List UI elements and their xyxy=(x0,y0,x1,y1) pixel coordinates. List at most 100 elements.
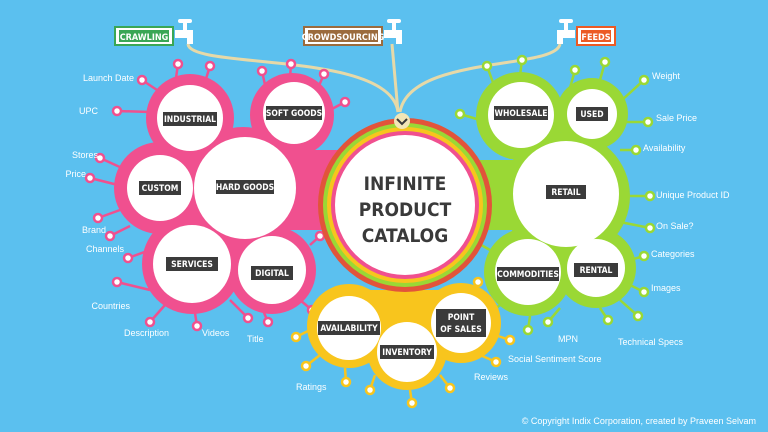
spike-dot xyxy=(172,58,184,70)
spike-dot xyxy=(256,65,268,77)
chevron-down-icon xyxy=(394,113,410,129)
attr-on-sale: On Sale? xyxy=(656,221,694,231)
faucet-icon xyxy=(384,19,402,44)
attr-social-sentiment-score: Social Sentiment Score xyxy=(508,354,602,364)
copyright-text: © Copyright Indix Corporation, created b… xyxy=(522,416,756,426)
attr-videos: Videos xyxy=(202,328,230,338)
spike-line xyxy=(116,109,151,114)
spike-dot xyxy=(504,334,516,346)
spike-dot xyxy=(290,331,302,343)
attr-reviews: Reviews xyxy=(474,372,509,382)
spike-dot xyxy=(516,54,528,66)
spike-dot xyxy=(642,116,654,128)
spike-dot xyxy=(104,230,116,242)
attr-categories: Categories xyxy=(651,249,695,259)
tag-inventory: INVENTORY xyxy=(382,348,432,358)
attr-countries: Countries xyxy=(91,301,130,311)
spike-dot xyxy=(406,397,418,409)
spike-dot xyxy=(638,286,650,298)
faucet-icon xyxy=(175,19,193,44)
spike-dot xyxy=(569,64,581,76)
tag-soft-goods: SOFT GOODS xyxy=(266,109,322,119)
tag-used: USED xyxy=(580,110,603,120)
tag-services: SERVICES xyxy=(171,260,213,270)
spike-dot xyxy=(632,310,644,322)
spike-dot xyxy=(300,360,312,372)
spike-dot xyxy=(542,316,554,328)
spike-dot xyxy=(285,58,297,70)
spike-dot xyxy=(644,190,656,202)
source-crawling-label: CRAWLING xyxy=(120,33,169,43)
spike-dot xyxy=(638,250,650,262)
tag-retail: RETAIL xyxy=(551,188,580,198)
spike-dot xyxy=(262,316,274,328)
spike-dot xyxy=(92,212,104,224)
tag-rental: RENTAL xyxy=(580,266,613,276)
spike-dot xyxy=(94,152,106,164)
attr-availability-green: Availability xyxy=(643,143,686,153)
attr-mpn: MPN xyxy=(558,334,578,344)
spike-dot xyxy=(339,96,351,108)
spike-dot xyxy=(599,56,611,68)
tag-point: POINT xyxy=(448,313,475,323)
spike-dot xyxy=(364,384,376,396)
spike-dot xyxy=(481,60,493,72)
spike-dot xyxy=(522,324,534,336)
source-crowdsourcing-label: CROWDSOURCING xyxy=(302,33,385,43)
attr-sale-price: Sale Price xyxy=(656,113,697,123)
spike-dot xyxy=(242,312,254,324)
center-circle: INFINITE PRODUCT CATALOG xyxy=(318,113,492,292)
spike-dot xyxy=(638,74,650,86)
tag-digital: DIGITAL xyxy=(255,269,289,279)
spike-dot xyxy=(644,222,656,234)
attr-launch-date: Launch Date xyxy=(83,73,134,83)
attr-images: Images xyxy=(651,283,681,293)
attr-brand: Brand xyxy=(82,225,106,235)
attribute-labels: Launch Date UPC Stores Price Brand Chann… xyxy=(65,71,730,392)
attr-weight: Weight xyxy=(652,71,680,81)
attr-price: Price xyxy=(65,169,86,179)
spike-dot xyxy=(84,172,96,184)
spike-dot xyxy=(191,320,203,332)
spike-dot xyxy=(472,276,484,288)
tag-industrial: INDUSTRIAL xyxy=(164,115,216,125)
tag-hard-goods: HARD GOODS xyxy=(216,183,274,193)
tag-of-sales: OF SALES xyxy=(440,325,481,335)
attr-stores: Stores xyxy=(72,150,99,160)
spike-dot xyxy=(444,382,456,394)
source-crawling: CRAWLING xyxy=(114,19,193,46)
attr-technical-specs: Technical Specs xyxy=(618,337,684,347)
tag-custom: CUSTOM xyxy=(142,184,179,194)
spike-dot xyxy=(318,68,330,80)
spike-dot xyxy=(136,74,148,86)
tag-wholesale: WHOLESALE xyxy=(495,109,548,119)
attr-upc: UPC xyxy=(79,106,99,116)
spike-dot xyxy=(204,60,216,72)
category-tags: INDUSTRIAL SOFT GOODS CUSTOM HARD GOODS … xyxy=(139,106,618,359)
attr-ratings: Ratings xyxy=(296,382,327,392)
spike-dot xyxy=(630,144,642,156)
source-feeds: FEEDS xyxy=(557,19,616,46)
spike-dot xyxy=(111,276,123,288)
attr-unique-product-id: Unique Product ID xyxy=(656,190,730,200)
tag-availability: AVAILABILITY xyxy=(320,324,378,334)
faucet-icon xyxy=(557,19,575,44)
spike-dot xyxy=(122,252,134,264)
attr-title: Title xyxy=(247,334,264,344)
source-feeds-label: FEEDS xyxy=(581,33,610,43)
spike-dot xyxy=(490,356,502,368)
spike-dot xyxy=(144,316,156,328)
spike-dot xyxy=(454,108,466,120)
source-crowdsourcing: CROWDSOURCING xyxy=(302,19,402,46)
spike-line xyxy=(116,280,151,292)
spike-dot xyxy=(602,314,614,326)
spike-dot xyxy=(111,105,123,117)
center-title-line3: CATALOG xyxy=(362,225,448,247)
center-title-line2: PRODUCT xyxy=(359,199,452,221)
spike-dot xyxy=(340,376,352,388)
attr-channels: Channels xyxy=(86,244,125,254)
pink-cluster xyxy=(84,58,351,332)
attr-description: Description xyxy=(124,328,169,338)
